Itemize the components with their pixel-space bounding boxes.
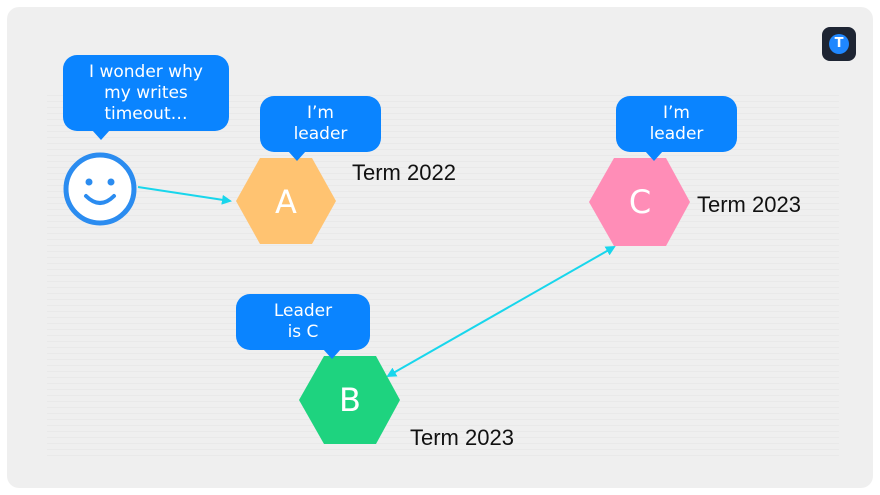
node-c-bubble-tail xyxy=(645,151,663,161)
node-a-speech-bubble: I’m leader xyxy=(260,96,381,152)
client-to-a-arrow xyxy=(137,186,232,205)
t-logo-icon: T xyxy=(822,27,856,61)
node-a-bubble-tail xyxy=(288,151,306,161)
node-b-speech-bubble: Leader is C xyxy=(236,294,370,350)
node-b-hexagon xyxy=(299,356,400,444)
node-b-term: Term 2023 xyxy=(410,425,514,450)
client-smiley-icon xyxy=(63,152,137,226)
node-a-label: A xyxy=(275,183,297,221)
client-bubble-tail xyxy=(92,130,110,140)
b-c-double-arrow xyxy=(386,246,616,377)
node-b-bubble-tail xyxy=(323,349,341,359)
node-b-label: B xyxy=(339,381,361,419)
logo-letter: T xyxy=(829,34,849,54)
node-c-speech-bubble: I’m leader xyxy=(616,96,737,152)
client-speech-bubble: I wonder why my writes timeout… xyxy=(63,55,229,131)
node-c-hexagon xyxy=(589,158,690,246)
node-a-hexagon xyxy=(236,158,336,244)
node-c-term: Term 2023 xyxy=(697,192,801,217)
node-a-term: Term 2022 xyxy=(352,160,456,185)
node-c-label: C xyxy=(628,183,652,221)
